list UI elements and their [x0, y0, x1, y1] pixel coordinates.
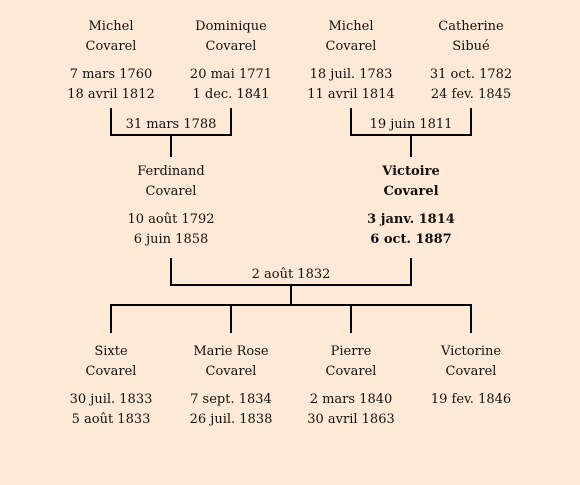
person-grandmother-maternal: Catherine Sibué 31 oct. 1782 24 fev. 184… [411, 17, 531, 105]
person-death-date: 24 fev. 1845 [430, 87, 512, 102]
person-last-name: Covarel [85, 364, 137, 379]
person-death-date: 6 juin 1858 [133, 232, 209, 247]
person-last-name: Covarel [445, 364, 497, 379]
person-last-name: Covarel [325, 39, 377, 54]
person-child-1: Sixte Covarel 30 juil. 1833 5 août 1833 [51, 342, 171, 430]
person-birth-date: 30 juil. 1833 [69, 392, 153, 407]
person-last-name: Sibué [452, 39, 490, 54]
person-birth-date: 3 janv. 1814 [367, 212, 455, 227]
person-death-date: 5 août 1833 [71, 412, 151, 427]
person-mother: Victoire Covarel 3 janv. 1814 6 oct. 188… [351, 162, 471, 250]
person-death-date: 11 avril 1814 [307, 87, 395, 102]
person-first-name: Ferdinand [137, 164, 205, 179]
marriage-date-parents: 2 août 1832 [251, 267, 331, 282]
person-last-name: Covarel [205, 39, 257, 54]
person-last-name: Covarel [325, 364, 377, 379]
person-birth-date: 19 fev. 1846 [430, 392, 512, 407]
person-first-name: Michel [328, 19, 374, 34]
person-death-date: 26 juil. 1838 [189, 412, 273, 427]
person-birth-date: 2 mars 1840 [309, 392, 393, 407]
person-birth-date: 18 juil. 1783 [309, 67, 393, 82]
person-last-name: Covarel [383, 184, 439, 199]
person-first-name: Dominique [195, 19, 267, 34]
person-birth-date: 7 sept. 1834 [190, 392, 272, 407]
person-grandmother-paternal: Dominique Covarel 20 mai 1771 1 dec. 184… [171, 17, 291, 105]
person-death-date: 30 avril 1863 [307, 412, 395, 427]
person-death-date: 18 avril 1812 [67, 87, 155, 102]
person-first-name: Marie Rose [193, 344, 269, 359]
marriage-date-right: 19 juin 1811 [369, 117, 453, 132]
person-last-name: Covarel [85, 39, 137, 54]
marriage-date-left: 31 mars 1788 [125, 117, 217, 132]
person-child-4: Victorine Covarel 19 fev. 1846 [411, 342, 531, 410]
person-child-2: Marie Rose Covarel 7 sept. 1834 26 juil.… [171, 342, 291, 430]
person-child-3: Pierre Covarel 2 mars 1840 30 avril 1863 [291, 342, 411, 430]
person-first-name: Victorine [440, 344, 502, 359]
person-grandfather-paternal: Michel Covarel 7 mars 1760 18 avril 1812 [51, 17, 171, 105]
person-first-name: Catherine [438, 19, 504, 34]
person-first-name: Michel [88, 19, 134, 34]
person-death-date: 6 oct. 1887 [370, 232, 452, 247]
person-death-date: 1 dec. 1841 [192, 87, 270, 102]
person-last-name: Covarel [145, 184, 197, 199]
person-grandfather-maternal: Michel Covarel 18 juil. 1783 11 avril 18… [291, 17, 411, 105]
children-bar [110, 304, 472, 333]
person-father: Ferdinand Covarel 10 août 1792 6 juin 18… [111, 162, 231, 250]
person-birth-date: 31 oct. 1782 [429, 67, 513, 82]
person-first-name: Sixte [94, 344, 128, 359]
person-birth-date: 10 août 1792 [127, 212, 215, 227]
person-last-name: Covarel [205, 364, 257, 379]
person-first-name: Pierre [330, 344, 372, 359]
person-first-name: Victoire [382, 164, 440, 179]
person-birth-date: 7 mars 1760 [69, 67, 153, 82]
person-birth-date: 20 mai 1771 [189, 67, 273, 82]
